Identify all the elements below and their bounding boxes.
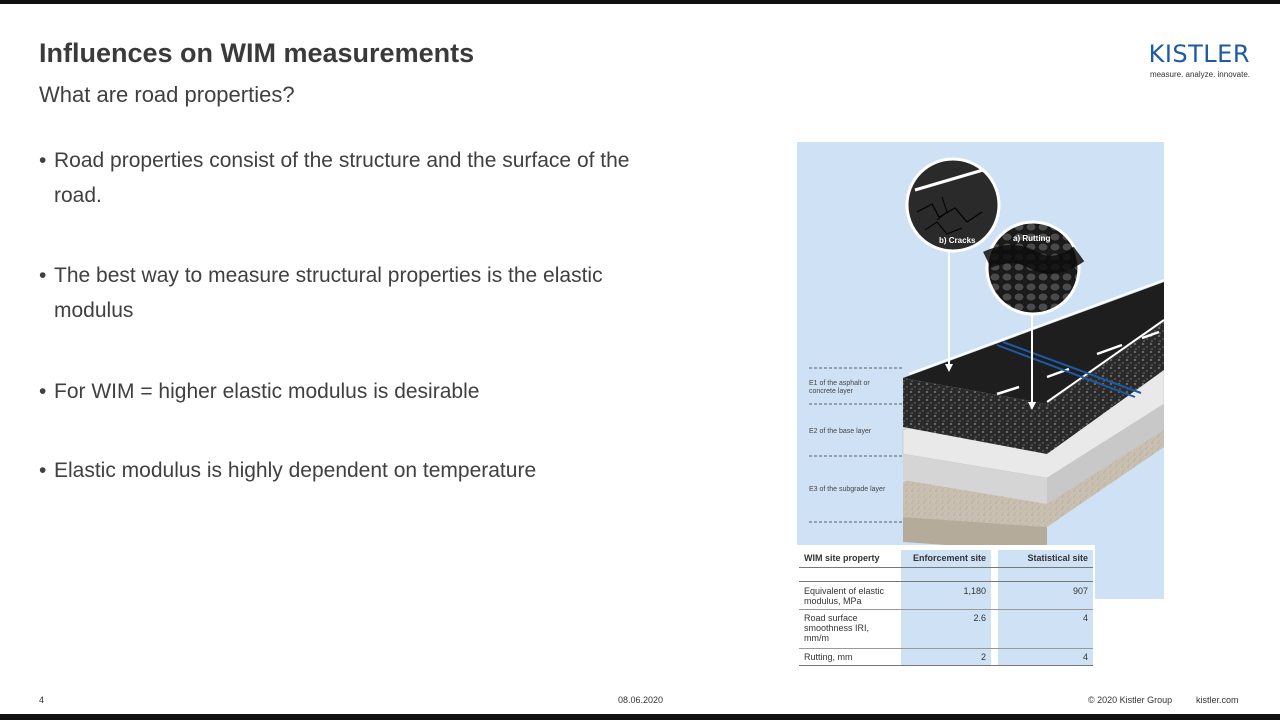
page-number: 4 [39,695,45,705]
bullet-dot-icon: • [39,149,47,172]
bullet-dot-icon: • [39,380,47,403]
table-cell: 4 [1082,613,1088,623]
table-cell: Rutting, mm [804,652,853,662]
slide-date: 08.06.2020 [618,695,664,705]
slide-subtitle: What are road properties? [39,82,295,107]
cracks-label: b) Cracks [939,236,976,245]
bullet-item: • The best way to measure structural pro… [39,258,659,328]
wim-site-table: WIM site property Enforcement site Stati… [797,545,1095,670]
table-header-property: WIM site property [804,553,880,563]
table-cell: Road surface smoothness IRI, mm/m [804,613,870,643]
kistler-logo: KISTLER measure. analyze. innovate. [1130,40,1250,79]
logo-wordmark: KISTLER [1148,40,1250,68]
bullet-dot-icon: • [39,459,47,482]
table-header-statistical: Statistical site [1027,553,1088,563]
table-cell: 1,180 [963,586,986,596]
road-layers-illustration [809,157,1164,552]
table-cell: 2 [980,652,986,662]
rutting-label: a) Rutting [1013,234,1051,243]
road-structure-figure: b) Cracks a) Rutting E1 of the asphalt o… [797,142,1164,599]
bullet-item: • For WIM = higher elastic modulus is de… [39,374,659,409]
table-cell: 4 [1082,652,1088,662]
website-link[interactable]: kistler.com [1196,695,1239,705]
table-cell: 2.6 [973,613,986,623]
e2-label: E2 of the base layer [809,428,872,435]
table-header-enforcement: Enforcement site [912,553,986,563]
bullet-item: • Elastic modulus is highly dependent on… [39,453,659,488]
bottom-border [0,714,1280,720]
bullet-item: • Road properties consist of the structu… [39,143,659,213]
asphalt-layer-side [903,378,1047,454]
table-cell: 907 [1072,586,1088,596]
logo-tagline: measure. analyze. innovate. [1149,70,1250,79]
copyright: © 2020 Kistler Group [1088,695,1173,705]
bullet-dot-icon: • [39,264,47,287]
table-cell: Equivalent of elastic modulus, MPa [804,586,885,606]
top-border [0,0,1280,4]
e1-label: E1 of the asphalt or concrete layer [809,380,870,395]
cracks-callout [905,157,1001,253]
e3-label: E3 of the subgrade layer [809,486,886,493]
wim-sensor-line [1002,341,1142,394]
lane-marking [1096,343,1123,356]
slide-title: Influences on WIM measurements [39,38,475,68]
lane-marking [996,385,1020,396]
wim-sensor-line [996,344,1136,398]
asphalt-surface [903,282,1164,404]
lane-marking [1141,330,1160,340]
